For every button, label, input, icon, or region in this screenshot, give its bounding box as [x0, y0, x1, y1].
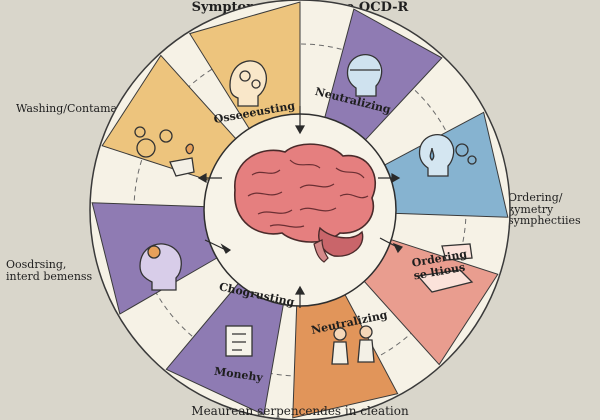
arrow-left-bottom-head — [220, 243, 232, 254]
washing-contamination-label: Washing/Contamation — [16, 102, 139, 115]
head-profile-icon — [346, 54, 383, 97]
ordering-symmetry-line2: symphectiies — [508, 214, 581, 228]
head-gears-icon — [229, 60, 268, 107]
arrow-right-top-head — [391, 172, 401, 184]
checklist-icon — [225, 325, 253, 357]
diagram-footer: Meaurean serpencendes in cleation — [191, 404, 409, 418]
head-drop-icon — [418, 134, 477, 177]
brain-illustration — [234, 143, 377, 263]
arrow-top-head — [294, 125, 306, 135]
obsessing-label: Oosdrsing, interd bemenss — [6, 259, 92, 282]
obsessing-line1: Oosdrsing, — [6, 258, 67, 271]
people-icon — [331, 325, 375, 365]
ordering-symmetry-line1: Ordering/ʒymetry — [508, 191, 563, 216]
hands-icon — [416, 243, 474, 293]
obsessing-line2: interd bemenss — [6, 269, 93, 283]
brain-folds — [247, 159, 369, 228]
brain-stem — [313, 239, 329, 263]
cycle-arrows — [197, 106, 403, 308]
arrow-left-top-head — [197, 172, 207, 184]
arrow-right-bottom-head — [392, 242, 403, 254]
arrow-left-bottom — [204, 239, 227, 251]
arrow-bottom-head — [294, 285, 306, 295]
gears-hand-icon — [134, 126, 195, 177]
cerebrum — [234, 143, 377, 243]
ordering-symmetry-label: Ordering/ʒymetry symphectiies — [508, 192, 600, 227]
head-puzzle-icon — [139, 243, 182, 291]
